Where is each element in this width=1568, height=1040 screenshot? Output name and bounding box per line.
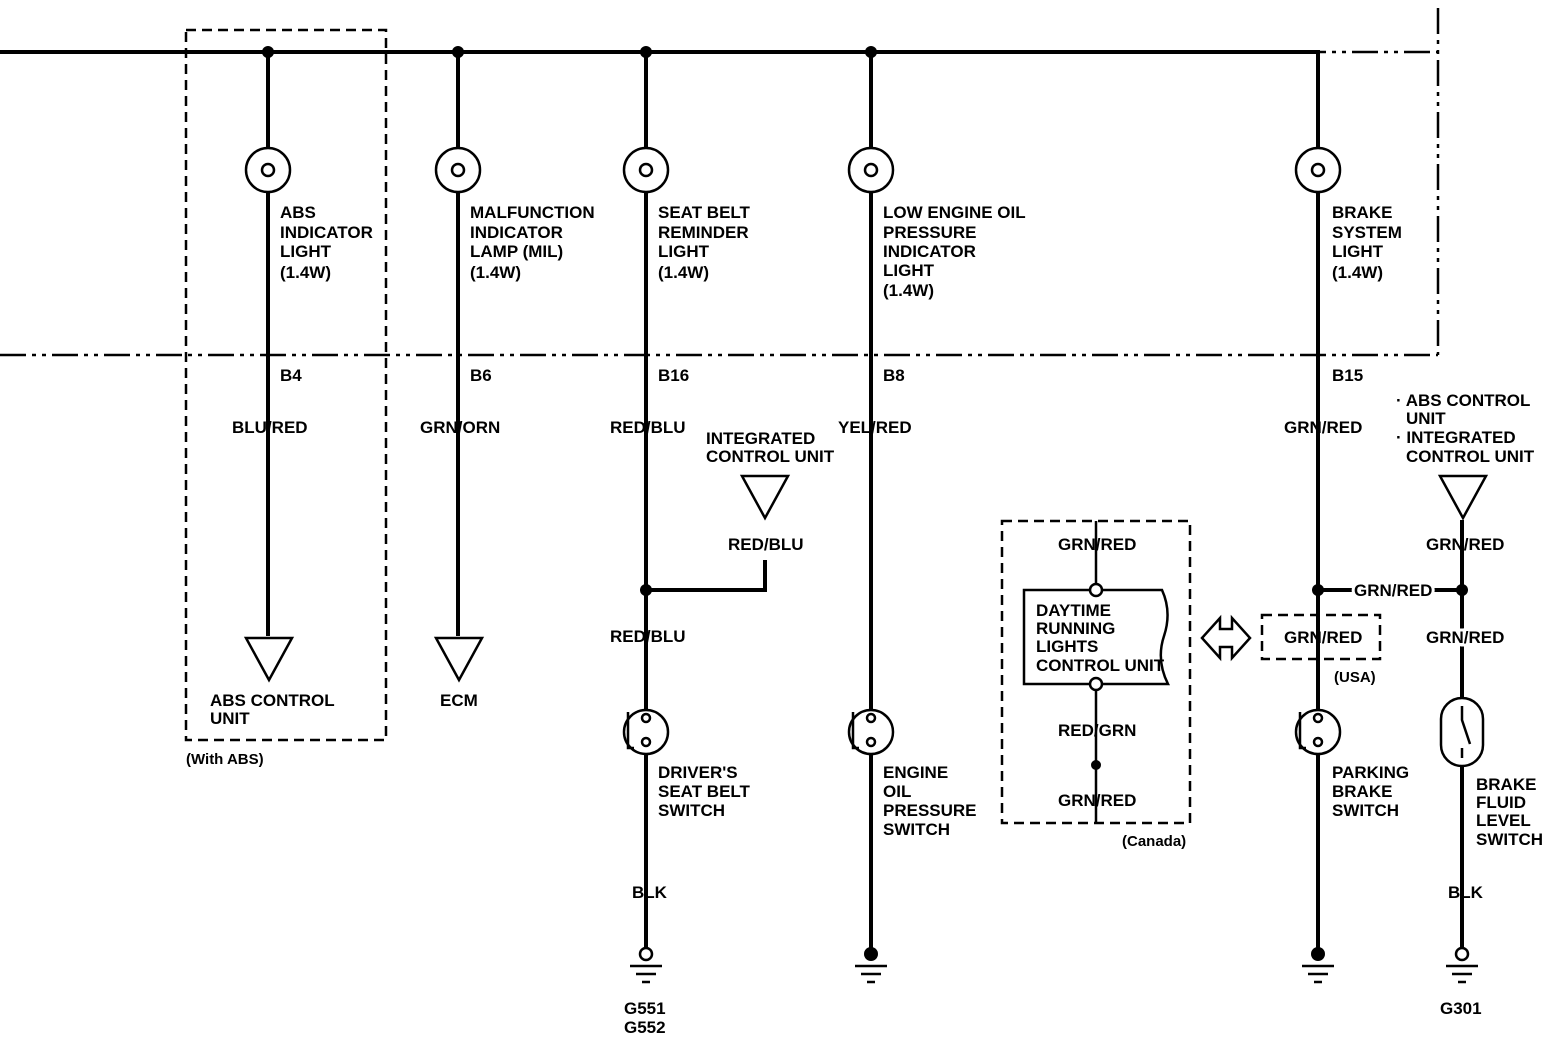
drl-label-2: RUNNING: [1036, 619, 1115, 638]
integrated-unit-label-1: INTEGRATED: [706, 429, 815, 448]
seatbelt-light-label-3: LIGHT: [658, 242, 710, 261]
wire-yel-red: YEL/RED: [838, 418, 912, 437]
drl-label-3: LIGHTS: [1036, 637, 1098, 656]
wire-blu-red: BLU/RED: [232, 418, 308, 437]
usa-note: (USA): [1334, 669, 1376, 686]
fluid-switch-label-3: LEVEL: [1476, 811, 1531, 830]
parking-switch-label-1: PARKING: [1332, 763, 1409, 782]
parking-switch-label-2: BRAKE: [1332, 782, 1392, 801]
wire-blk-seatbelt: BLK: [632, 883, 668, 902]
drl-label-1: DAYTIME: [1036, 601, 1111, 620]
wire-grn-red-fluid: GRN/RED: [1426, 628, 1504, 647]
drl-bottom-terminal: [1088, 676, 1104, 692]
oil-light-label-1: LOW ENGINE OIL: [883, 203, 1026, 222]
ground-symbol-g551: [630, 946, 662, 984]
abs-light-label-4: (1.4W): [280, 263, 331, 282]
terminal-b4: B4: [280, 366, 302, 385]
wire-grn-red-usa: GRN/RED: [1284, 628, 1362, 647]
fluid-switch-label-2: FLUID: [1476, 793, 1526, 812]
oil-switch-symbol: [847, 708, 895, 984]
integrated-unit-triangle: [739, 474, 791, 521]
abs-control-label-1: ABS CONTROL: [210, 691, 335, 710]
wire-red-blu-branch: RED/BLU: [728, 535, 804, 554]
abs-light-label-3: LIGHT: [280, 242, 332, 261]
power-bus: [0, 50, 1320, 180]
oil-switch-label-3: PRESSURE: [883, 801, 977, 820]
oil-switch-label-2: OIL: [883, 782, 911, 801]
oil-switch-label-4: SWITCH: [883, 820, 950, 839]
wire-grn-orn: GRN/ORN: [420, 418, 500, 437]
ground-g552: G552: [624, 1018, 666, 1037]
abs-integrated-triangle: [1437, 474, 1489, 521]
abs-light-label-2: INDICATOR: [280, 223, 373, 242]
alternate-arrow-icon: [1200, 614, 1252, 662]
wire-grn-red-abs-integrated: GRN/RED: [1426, 535, 1504, 554]
oil-light-label-4: LIGHT: [883, 261, 935, 280]
seatbelt-switch-label-2: SEAT BELT: [658, 782, 751, 801]
mil-lamp: [434, 46, 482, 636]
with-abs-note: (With ABS): [186, 751, 264, 768]
brake-light-label-2: SYSTEM: [1332, 223, 1402, 242]
parking-brake-switch-symbol: [1294, 708, 1342, 984]
terminal-b16: B16: [658, 366, 689, 385]
oil-light-label-3: INDICATOR: [883, 242, 976, 261]
oil-pressure-light: [847, 46, 895, 710]
seatbelt-branch-wire: [646, 560, 767, 592]
seatbelt-light-label-1: SEAT BELT: [658, 203, 751, 222]
abs-indicator-light: [244, 46, 292, 636]
terminal-b8: B8: [883, 366, 905, 385]
parking-switch-label-3: SWITCH: [1332, 801, 1399, 820]
mil-label-4: (1.4W): [470, 263, 521, 282]
canada-note: (Canada): [1122, 833, 1186, 850]
ecm-label: ECM: [440, 691, 478, 710]
gauge-assembly-outline: [0, 8, 1440, 357]
with-abs-box: [184, 28, 388, 742]
ground-g551: G551: [624, 999, 666, 1018]
oil-light-label-5: (1.4W): [883, 281, 934, 300]
wire-red-blu-bottom: RED/BLU: [610, 627, 686, 646]
drl-top-terminal: [1088, 582, 1104, 598]
brake-light-label-1: BRAKE: [1332, 203, 1392, 222]
integrated-unit-label-2: CONTROL UNIT: [706, 447, 835, 466]
abs-control-label-2: UNIT: [210, 709, 250, 728]
wire-grn-red-splice: GRN/RED: [1354, 581, 1432, 600]
abs-integrated-label-1: · ABS CONTROL: [1396, 391, 1530, 410]
seatbelt-switch-label-3: SWITCH: [658, 801, 725, 820]
wire-red-blu-top: RED/BLU: [610, 418, 686, 437]
brake-fluid-switch-symbol: [1439, 696, 1485, 984]
seatbelt-reminder-light: [622, 46, 670, 710]
seatbelt-light-label-4: (1.4W): [658, 263, 709, 282]
terminal-b6: B6: [470, 366, 492, 385]
wire-grn-red-brake: GRN/RED: [1284, 418, 1362, 437]
seatbelt-light-label-2: REMINDER: [658, 223, 749, 242]
oil-switch-label-1: ENGINE: [883, 763, 948, 782]
abs-integrated-label-4: CONTROL UNIT: [1406, 447, 1535, 466]
seatbelt-switch-symbol: [622, 708, 670, 948]
wire-blk-fluid: BLK: [1448, 883, 1484, 902]
wire-grn-red-drl-bottom: GRN/RED: [1058, 791, 1136, 810]
oil-light-label-2: PRESSURE: [883, 223, 977, 242]
brake-light-label-4: (1.4W): [1332, 263, 1383, 282]
drl-label-4: CONTROL UNIT: [1036, 656, 1165, 675]
mil-label-3: LAMP (MIL): [470, 242, 563, 261]
wire-grn-red-drl-top: GRN/RED: [1058, 535, 1136, 554]
abs-control-triangle: [243, 636, 295, 683]
drl-unit-outline: [1022, 588, 1171, 686]
ground-g301: G301: [1440, 999, 1482, 1018]
fluid-switch-label-1: BRAKE: [1476, 775, 1536, 794]
abs-integrated-label-2: UNIT: [1406, 409, 1446, 428]
brake-system-light: [1294, 146, 1342, 710]
brake-light-label-3: LIGHT: [1332, 242, 1384, 261]
seatbelt-switch-label-1: DRIVER'S: [658, 763, 738, 782]
ecm-triangle: [433, 636, 485, 683]
fluid-switch-label-4: SWITCH: [1476, 830, 1543, 849]
terminal-b15: B15: [1332, 366, 1363, 385]
abs-integrated-label-3: · INTEGRATED: [1396, 428, 1516, 447]
mil-label-2: INDICATOR: [470, 223, 563, 242]
mil-label-1: MALFUNCTION: [470, 203, 595, 222]
abs-light-label-1: ABS: [280, 203, 316, 222]
wire-red-grn-drl: RED/GRN: [1058, 721, 1136, 740]
